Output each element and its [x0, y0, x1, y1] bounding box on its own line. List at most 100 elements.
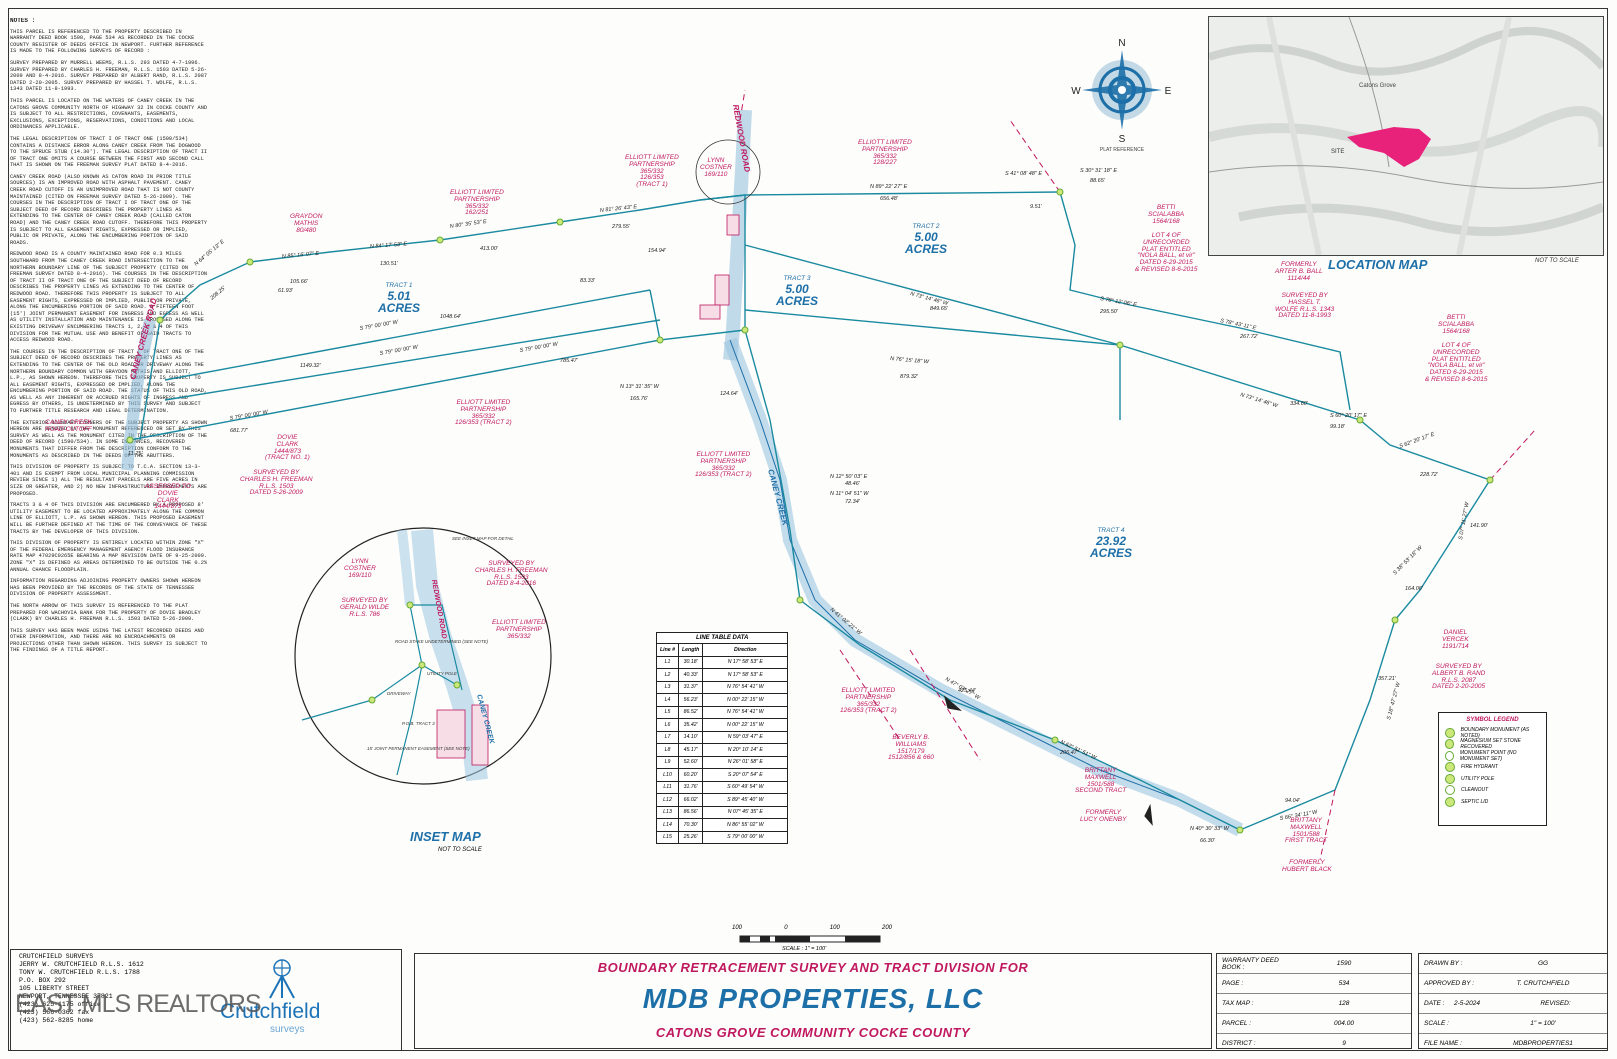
- legend-item: MONUMENT POINT (NO MONUMENT SET): [1439, 750, 1546, 762]
- tract2-north-boundary: [744, 191, 1061, 196]
- distance-label: 228.72': [1419, 472, 1439, 478]
- inset-callout-circle: [695, 139, 761, 205]
- note: THE COURSES IN THE DESCRIPTION OF TRACT …: [10, 348, 208, 415]
- bearing-label: S 78° 43' 11" E: [1220, 318, 1257, 332]
- notes-title: NOTES :: [10, 18, 36, 24]
- cell: N 76° 54' 41" W: [702, 680, 789, 694]
- inset-map-not-to-scale: NOT TO SCALE: [438, 847, 482, 853]
- surveyor-name: TONY W. CRUTCHFIELD R.L.S. 1788: [19, 969, 140, 976]
- bearing-label: S 07° 11' 27" W: [1458, 501, 1471, 540]
- legend-label: SEPTIC LID: [1461, 798, 1489, 805]
- tract2-tract4-line: [1059, 191, 1351, 411]
- distance-label: 105.66': [290, 279, 309, 285]
- legend-item: CLEANOUT: [1439, 785, 1546, 797]
- cell: L7: [656, 730, 679, 744]
- distance-label: 267.72': [1239, 334, 1259, 340]
- cell: N 26° 01' 58" E: [702, 755, 789, 769]
- inset-map: REDWOOD ROAD CANEY CREEK ROAD STAKE UNDE…: [294, 527, 552, 785]
- info-value: 1590: [1336, 960, 1352, 967]
- line-table-header: Direction: [702, 643, 789, 657]
- cell: 45.17': [677, 743, 704, 757]
- cell: L4: [656, 693, 679, 707]
- legend-label: UTILITY POLE: [1461, 775, 1495, 782]
- inset-note: 15' JOINT PERMANENT EASEMENT (SEE NOTE): [367, 746, 470, 751]
- location-map: SITE Catons Grove: [1208, 16, 1604, 256]
- monument: [1391, 616, 1399, 624]
- line-table-title: LINE TABLE DATA: [656, 632, 789, 643]
- inset-note: P.O.B. TRACT 3: [402, 721, 435, 726]
- cell: L3: [656, 680, 679, 694]
- cell: N 59° 03' 47" E: [702, 730, 789, 744]
- cell: L9: [656, 755, 679, 769]
- location-map-not-to-scale: NOT TO SCALE: [1535, 258, 1579, 264]
- bearing-label: N 84° 17' 53" E: [370, 241, 408, 250]
- info-row: FILE NAME :MDBPROPERTIES1: [1419, 1034, 1607, 1053]
- note: INFORMATION REGARDING ADJOINING PROPERTY…: [10, 578, 201, 598]
- building: [714, 274, 730, 306]
- adjoiner-line: [1319, 789, 1336, 861]
- info-value: T. CRUTCHFIELD: [1516, 980, 1570, 987]
- info-value: 1" = 100': [1530, 1020, 1556, 1027]
- cell: 14.10': [677, 730, 704, 744]
- legend-label: CLEANOUT: [1461, 787, 1489, 794]
- cell: L11: [656, 780, 679, 794]
- distance-label: 72.34': [845, 499, 861, 505]
- cell: N 17° 58' 53" E: [702, 668, 789, 682]
- legend-item: MAGNESIUM SET STONE RECOVERED: [1439, 738, 1546, 750]
- inset-note: DRIVEWAY: [387, 691, 412, 696]
- stone-icon: [1445, 739, 1455, 750]
- distance-label: 48.46': [845, 481, 861, 487]
- cell: 31.76': [677, 780, 704, 794]
- inset-note: UTILITY POLE: [427, 671, 458, 676]
- monument: [1056, 188, 1064, 196]
- compass-e: E: [1165, 86, 1172, 97]
- bearing-label: S 30° 31' 18" E: [1080, 168, 1117, 174]
- cell: L6: [656, 718, 679, 732]
- inset-note: SEE INSET MAP FOR DETAIL: [452, 536, 514, 541]
- cell: L15: [656, 830, 679, 844]
- compass-caption: PLAT REFERENCE: [1100, 147, 1145, 153]
- monument: [1116, 341, 1124, 349]
- surveyor-block: CRUTCHFIELD SURVEYS JERRY W. CRUTCHFIELD…: [10, 949, 402, 1051]
- monument: [1236, 826, 1244, 834]
- note: REDWOOD ROAD IS A COUNTY MAINTAINED ROAD…: [10, 251, 208, 344]
- legend-item: UTILITY POLE: [1439, 773, 1546, 785]
- cell: L5: [656, 705, 679, 719]
- monument-icon: [1445, 727, 1455, 738]
- note: THE EXTERIOR BOUNDARY CORNERS OF THE SUB…: [10, 419, 208, 459]
- plat-sheet-border: [8, 8, 1608, 1051]
- notes-column: NOTES : THIS PARCEL IS REFERENCED TO THE…: [10, 18, 210, 928]
- monument: [126, 436, 134, 444]
- location-subtitle: CATONS GROVE COMMUNITY COCKE COUNTY: [655, 1025, 971, 1040]
- note: THIS SURVEY HAS BEEN MADE USING THE LATE…: [10, 627, 208, 654]
- brand-name: Crutchfield: [220, 1000, 321, 1023]
- distance-label: 61.93': [278, 288, 294, 294]
- symbol-legend: SYMBOL LEGEND BOUNDARY MONUMENT (AS NOTE…: [1438, 712, 1547, 826]
- distance-label: 849.65': [930, 306, 949, 312]
- cell: 66.02': [677, 793, 704, 807]
- location-map-title: LOCATION MAP: [1328, 257, 1428, 272]
- info-label: WARRANTY DEED BOOK :: [1222, 956, 1279, 971]
- distance-label: 206.47': [1059, 750, 1079, 756]
- bearing-label: N 76° 15' 18" W: [890, 356, 930, 365]
- info-value: 9: [1342, 1040, 1346, 1047]
- bearing-label: N 12° 50' 03" E: [830, 474, 868, 480]
- legend-label: BOUNDARY MONUMENT (AS NOTED): [1460, 726, 1530, 739]
- distance-label: 1149.32': [300, 363, 321, 369]
- point-icon: [1445, 750, 1454, 761]
